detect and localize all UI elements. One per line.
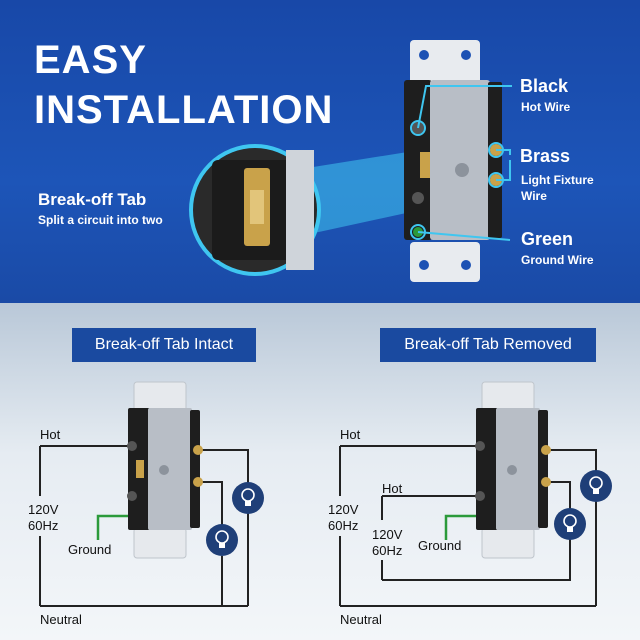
callout-green-title: Green: [521, 229, 574, 249]
left-ground-label: Ground: [68, 542, 112, 557]
headline-line2: INSTALLATION: [34, 88, 334, 132]
right-diagram-wires: [339, 445, 597, 607]
left-bulb-1-icon: [232, 482, 264, 514]
tab-zoom-circle: [189, 144, 420, 276]
left-voltage-label: 120V: [28, 502, 59, 517]
callout-tab-sub: Split a circuit into two: [38, 213, 163, 227]
left-switch: [127, 381, 203, 559]
left-bulb-2-icon: [206, 524, 238, 556]
callout-brass-title: Brass: [520, 146, 571, 166]
callout-black-sub: Hot Wire: [521, 100, 571, 114]
right-voltage-label: 120V: [328, 502, 359, 517]
right-bulb-1-icon: [580, 470, 612, 502]
right-voltage2-label: 120V: [372, 527, 403, 542]
hero-switch: [404, 40, 502, 282]
left-diagram-label: Break-off Tab Intact: [72, 328, 256, 362]
callout-tab-title: Break-off Tab: [38, 190, 147, 209]
right-switch: [475, 381, 551, 559]
left-diagram-wires: [39, 445, 249, 607]
right-ground-label: Ground: [418, 538, 462, 553]
left-freq-label: 60Hz: [28, 518, 59, 533]
headline-line1: EASY: [34, 38, 147, 82]
left-neutral-label: Neutral: [40, 612, 82, 627]
right-hot-label: Hot: [340, 427, 361, 442]
right-bulb-2-icon: [554, 508, 586, 540]
right-freq2-label: 60Hz: [372, 543, 403, 558]
right-hot2-label: Hot: [382, 481, 403, 496]
callout-brass-sub2: Wire: [521, 189, 547, 203]
hero-banner: [0, 0, 640, 303]
hero-leader-lines: [410, 85, 512, 241]
callout-brass-sub1: Light Fixture: [521, 173, 594, 187]
right-neutral-label: Neutral: [340, 612, 382, 627]
right-diagram-label: Break-off Tab Removed: [380, 328, 596, 362]
left-hot-label: Hot: [40, 427, 61, 442]
callout-green-sub: Ground Wire: [521, 253, 594, 267]
callout-black-title: Black: [520, 76, 569, 96]
right-freq-label: 60Hz: [328, 518, 359, 533]
